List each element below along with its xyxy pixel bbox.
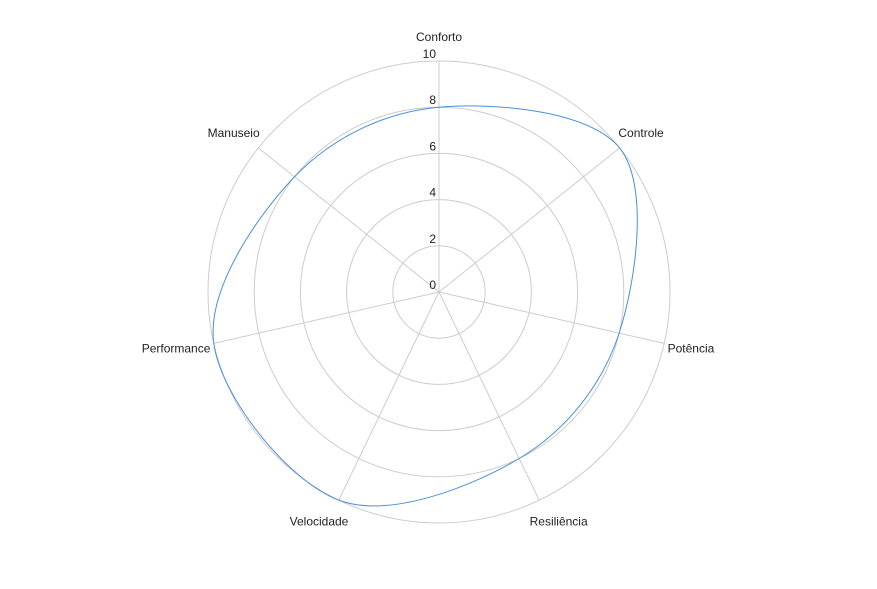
spoke-4 xyxy=(339,292,439,500)
tick-label-0: 0 xyxy=(429,278,436,292)
tick-label-2: 2 xyxy=(429,232,436,246)
tick-label-10: 10 xyxy=(423,47,437,61)
axis-label-2: Potência xyxy=(668,342,715,356)
axis-label-3: Resiliência xyxy=(530,515,588,529)
axis-label-0: Conforto xyxy=(416,30,462,44)
axis-label-4: Velocidade xyxy=(290,515,349,529)
radar-tick-labels: 0 2 4 6 8 10 xyxy=(423,47,437,292)
axis-label-1: Controle xyxy=(618,126,664,140)
spoke-5 xyxy=(214,292,439,343)
spoke-2 xyxy=(439,292,664,343)
axis-label-6: Manuseio xyxy=(208,126,260,140)
tick-label-8: 8 xyxy=(429,93,436,107)
axis-label-5: Performance xyxy=(142,342,211,356)
spoke-3 xyxy=(439,292,539,500)
radar-spokes xyxy=(214,61,664,500)
tick-label-4: 4 xyxy=(429,186,436,200)
tick-label-6: 6 xyxy=(429,139,436,153)
